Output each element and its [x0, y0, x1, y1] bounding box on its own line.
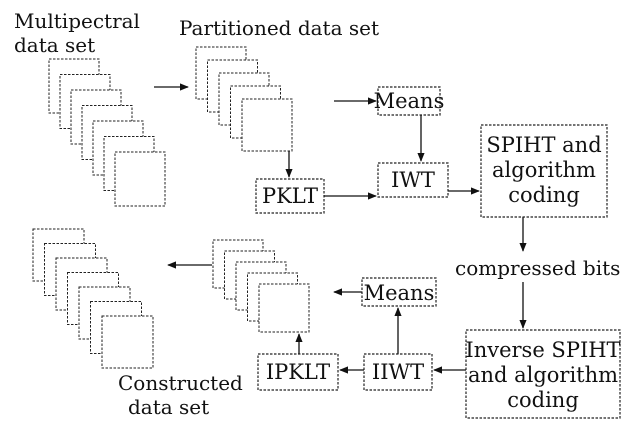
- inverse-partitioned-stack: [212, 239, 310, 333]
- multispectral-stack: [48, 58, 166, 207]
- svg-text:coding: coding: [508, 183, 580, 207]
- source-label-line2: data set: [14, 33, 95, 57]
- svg-text:algorithm: algorithm: [492, 158, 596, 182]
- source-label-line1: Multipectral: [14, 9, 140, 33]
- compressed-bits-label: compressed bits: [455, 256, 620, 280]
- iiwt-box: IIWT: [363, 353, 433, 391]
- image-sheet: [101, 315, 154, 369]
- svg-text:coding: coding: [507, 388, 579, 412]
- svg-text:SPIHT and: SPIHT and: [486, 133, 601, 157]
- image-sheet: [241, 98, 293, 152]
- iwt-box: IWT: [377, 162, 449, 198]
- image-sheet: [258, 283, 310, 333]
- pklt-box: PKLT: [255, 178, 325, 214]
- svg-text:Means: Means: [374, 89, 445, 113]
- means-box-top: Means: [374, 86, 445, 116]
- image-sheet: [114, 151, 166, 207]
- svg-text:IPKLT: IPKLT: [266, 360, 330, 384]
- constructed-label-line2: data set: [128, 395, 209, 419]
- constructed-label-line1: Constructed: [118, 371, 243, 395]
- svg-text:and algorithm: and algorithm: [468, 363, 618, 387]
- svg-text:PKLT: PKLT: [262, 184, 318, 208]
- inverse-spiht-coding-box: Inverse SPIHT and algorithm coding: [465, 329, 621, 419]
- means-box-bottom: Means: [361, 277, 437, 307]
- reconstructed-stack: [32, 228, 154, 369]
- ipklt-box: IPKLT: [257, 353, 339, 391]
- svg-text:Inverse SPIHT: Inverse SPIHT: [465, 338, 620, 362]
- partitioned-label: Partitioned data set: [179, 16, 379, 40]
- spiht-coding-box: SPIHT and algorithm coding: [480, 124, 608, 218]
- svg-text:IWT: IWT: [391, 168, 435, 192]
- partitioned-stack: [195, 46, 293, 152]
- svg-text:Means: Means: [364, 281, 435, 305]
- svg-text:IIWT: IIWT: [372, 360, 424, 384]
